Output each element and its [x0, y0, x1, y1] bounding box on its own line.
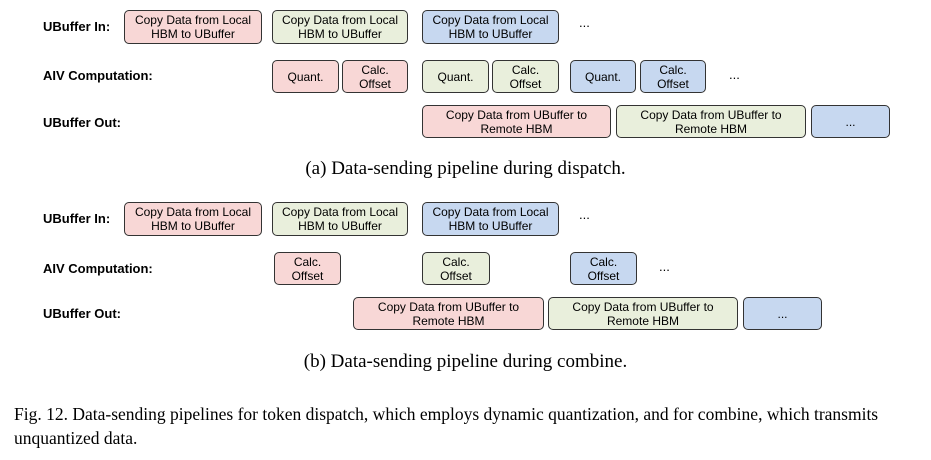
dispatch-row-label-ubuffer-out: UBuffer Out: — [43, 115, 121, 130]
combine-caption: (b) Data-sending pipeline during combine… — [303, 351, 628, 372]
dispatch-in-ellipsis: ... — [579, 15, 590, 30]
figure-caption: Fig. 12. Data-sending pipelines for toke… — [14, 404, 879, 448]
dispatch-aiv-ellipsis: ... — [729, 67, 740, 82]
dispatch-out-box-1: Copy Data from UBuffer to Remote HBM — [422, 105, 611, 138]
combine-aiv-offset-3: Calc. Offset — [570, 252, 637, 285]
dispatch-aiv-offset-3: Calc. Offset — [640, 60, 706, 93]
combine-row-label-aiv-computation: AIV Computation: — [43, 261, 153, 276]
combine-row-label-ubuffer-out: UBuffer Out: — [43, 306, 121, 321]
dispatch-in-box-1: Copy Data from Local HBM to UBuffer — [124, 10, 262, 44]
dispatch-aiv-quant-2: Quant. — [422, 60, 489, 93]
dispatch-aiv-quant-1: Quant. — [272, 60, 339, 93]
combine-out-box-1: Copy Data from UBuffer to Remote HBM — [353, 297, 544, 330]
dispatch-aiv-offset-1: Calc. Offset — [342, 60, 408, 93]
dispatch-in-box-2: Copy Data from Local HBM to UBuffer — [272, 10, 408, 44]
combine-aiv-offset-1: Calc. Offset — [274, 252, 341, 285]
combine-out-box-3: ... — [743, 297, 822, 330]
combine-in-ellipsis: ... — [579, 207, 590, 222]
combine-in-box-2: Copy Data from Local HBM to UBuffer — [272, 202, 408, 236]
dispatch-out-box-3: ... — [811, 105, 890, 138]
combine-in-box-3: Copy Data from Local HBM to UBuffer — [422, 202, 559, 236]
combine-aiv-ellipsis: ... — [659, 259, 670, 274]
dispatch-aiv-quant-3: Quant. — [570, 60, 636, 93]
dispatch-aiv-offset-2: Calc. Offset — [492, 60, 559, 93]
dispatch-out-box-2: Copy Data from UBuffer to Remote HBM — [616, 105, 806, 138]
combine-aiv-offset-2: Calc. Offset — [422, 252, 490, 285]
combine-in-box-1: Copy Data from Local HBM to UBuffer — [124, 202, 262, 236]
dispatch-in-box-3: Copy Data from Local HBM to UBuffer — [422, 10, 559, 44]
combine-row-label-ubuffer-in: UBuffer In: — [43, 211, 111, 226]
dispatch-row-label-ubuffer-in: UBuffer In: — [43, 19, 111, 34]
combine-out-box-2: Copy Data from UBuffer to Remote HBM — [548, 297, 738, 330]
dispatch-row-label-aiv-computation: AIV Computation: — [43, 68, 153, 83]
dispatch-caption: (a) Data-sending pipeline during dispatc… — [305, 158, 626, 179]
